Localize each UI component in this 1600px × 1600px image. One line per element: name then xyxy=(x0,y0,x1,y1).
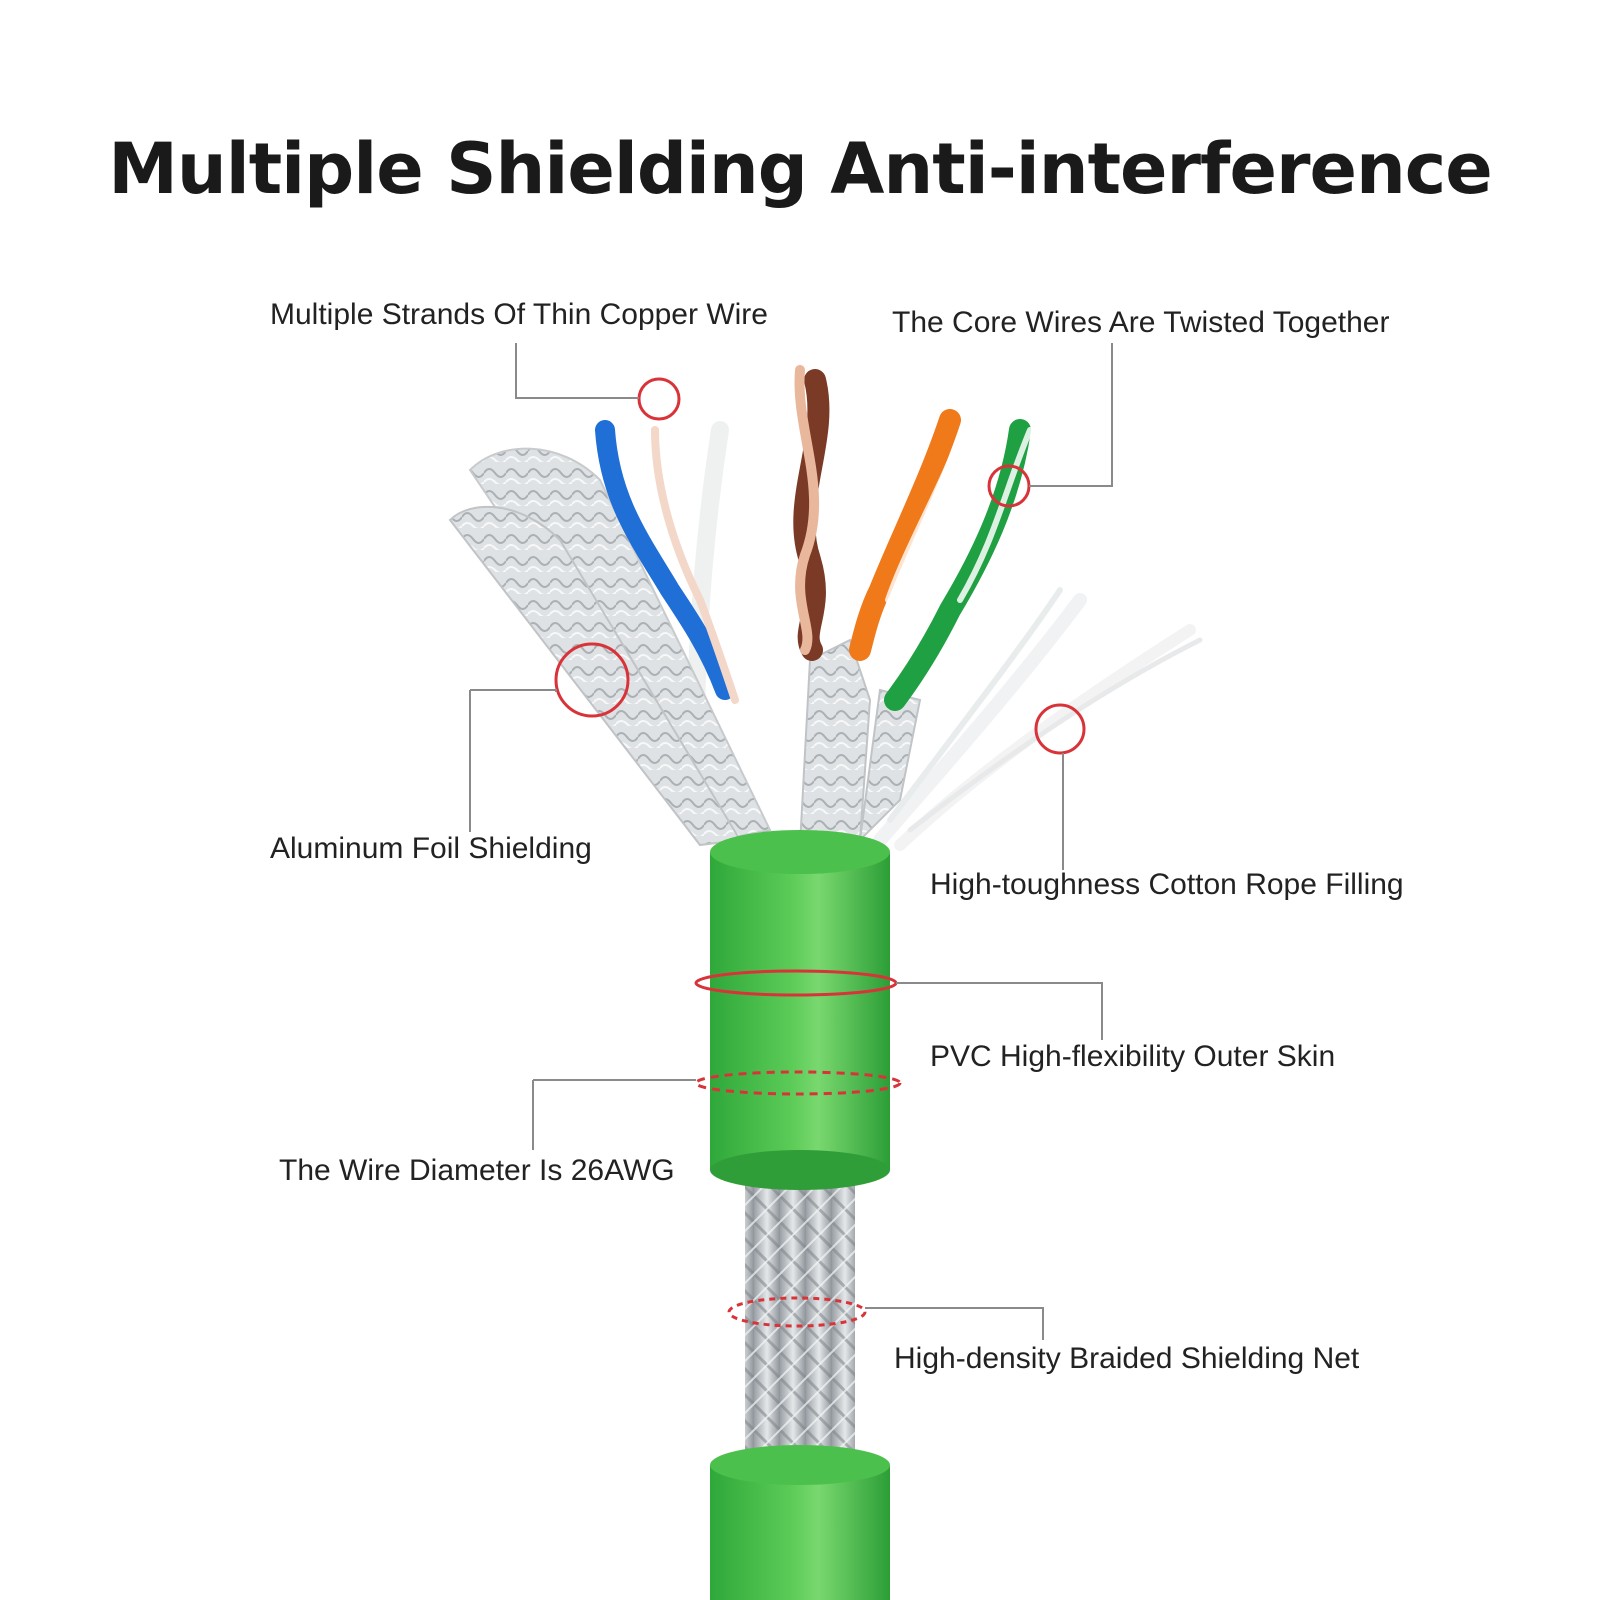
callout-copper-circle xyxy=(637,377,681,421)
label-twisted-core: The Core Wires Are Twisted Together xyxy=(892,306,1390,339)
orange-wire-pair xyxy=(849,409,968,661)
pvc-jacket-upper xyxy=(710,830,890,1190)
callout-cotton-circle xyxy=(1034,703,1086,755)
label-braided-net: High-density Braided Shielding Net xyxy=(894,1342,1360,1375)
label-pvc-skin: PVC High-flexibility Outer Skin xyxy=(930,1040,1336,1073)
callout-braid-ring xyxy=(727,1296,867,1328)
label-wire-diameter: The Wire Diameter Is 26AWG xyxy=(279,1154,675,1187)
blue-wire-pair xyxy=(595,420,739,704)
leader-lines xyxy=(469,343,1113,1340)
page-title: Multiple Shielding Anti-interference xyxy=(108,128,1493,210)
label-aluminum-foil: Aluminum Foil Shielding xyxy=(270,832,592,865)
green-wire-pair xyxy=(884,419,1033,711)
cotton-rope-fibers xyxy=(687,421,1203,851)
pvc-jacket-lower xyxy=(710,1445,890,1600)
callout-foil-circle xyxy=(554,642,630,718)
label-cotton-rope: High-toughness Cotton Rope Filling xyxy=(930,868,1404,901)
callout-diameter-ring xyxy=(694,1070,902,1096)
label-copper-strands: Multiple Strands Of Thin Copper Wire xyxy=(270,298,768,331)
brown-wire-pair xyxy=(793,365,830,661)
